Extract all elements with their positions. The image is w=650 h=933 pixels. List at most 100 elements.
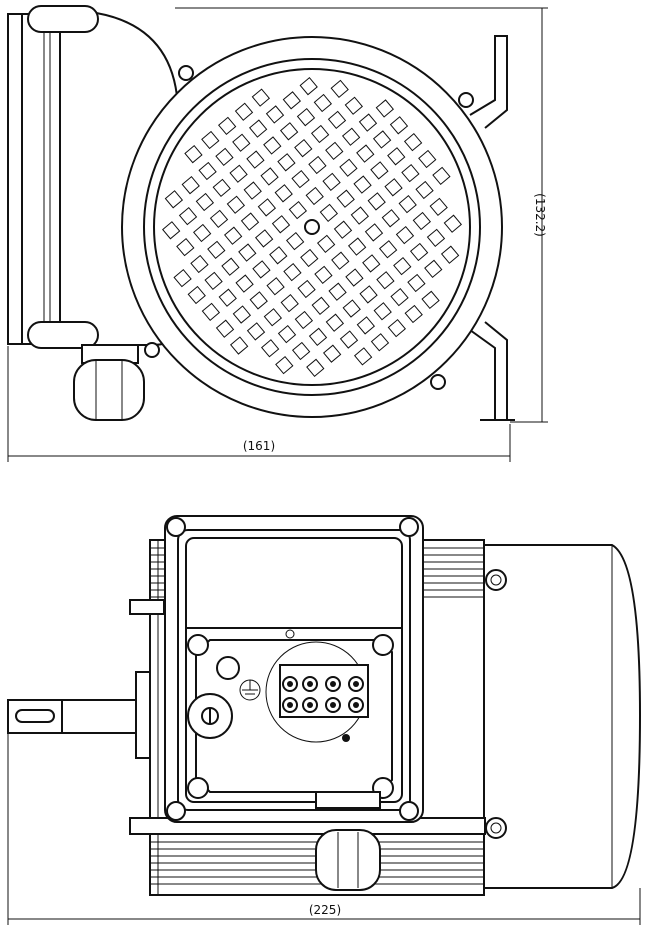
vent-slot [395, 225, 415, 245]
vent-slot [248, 119, 268, 138]
fan-cover-end [483, 544, 642, 889]
vent-slot [339, 158, 358, 177]
terminal-screw-head [287, 702, 293, 708]
terminal-block [265, 641, 369, 743]
vent-slot [331, 251, 350, 270]
vent-slot [251, 88, 271, 107]
terminal-screw-head [330, 702, 336, 708]
vent-slot [277, 324, 297, 344]
vent-slot [330, 79, 349, 99]
vent-slot [184, 145, 203, 164]
vent-slot [269, 246, 288, 265]
vent-slot [263, 136, 282, 155]
vent-slot [291, 169, 310, 189]
vent-slot [201, 302, 221, 322]
vent-slot [306, 358, 325, 377]
plan-cable-gland [315, 791, 381, 891]
vent-slot [421, 290, 440, 309]
motor-frame-outer [121, 36, 503, 418]
vent-slot [424, 259, 443, 278]
terminal-screw-head [287, 681, 293, 687]
vent-slot [393, 256, 412, 276]
vent-slot [285, 231, 305, 251]
vent-slot [308, 327, 328, 346]
vent-slot [412, 211, 431, 231]
vent-slot [240, 212, 260, 231]
vent-slot [344, 96, 363, 115]
vent-slot [409, 242, 429, 262]
vent-slot [367, 192, 386, 211]
vent-slot [404, 304, 423, 324]
vent-slot [384, 178, 403, 197]
vent-slot [313, 93, 333, 113]
vent-slot [201, 130, 220, 150]
vent-slot [333, 220, 353, 239]
vent-slot [217, 116, 237, 136]
dimension-length: (225) [7, 734, 641, 925]
capacitor [187, 693, 233, 739]
vent-slot [364, 223, 384, 242]
vent-slot [370, 161, 389, 180]
vent-slot [403, 132, 423, 152]
terminal-screw-head [353, 702, 359, 708]
vent-slot [429, 197, 448, 217]
vent-slot [398, 194, 417, 214]
vent-slot [176, 237, 195, 257]
vent-slot [345, 268, 364, 287]
vent-slot [178, 206, 198, 226]
vent-slot [328, 282, 347, 301]
vent-slot [260, 167, 279, 186]
vent-slot [280, 293, 299, 313]
vent-slot [193, 223, 212, 243]
vent-slot [356, 144, 375, 163]
vent-slot [181, 176, 200, 195]
vent-slot [190, 254, 209, 274]
vent-slot [370, 333, 390, 352]
vent-slot [246, 322, 266, 341]
cover-screws [144, 65, 474, 390]
vent-slot [376, 271, 395, 290]
vent-slot [299, 77, 318, 96]
vent-slot [319, 203, 339, 223]
terminal-box-screws [166, 517, 419, 821]
vent-slot [378, 240, 398, 259]
vent-slot [198, 161, 217, 181]
vent-slot [353, 347, 373, 366]
mounting-foot-lower [469, 321, 515, 421]
vent-slot [294, 310, 314, 330]
front-view: (132.2) (161) [7, 5, 548, 462]
dimension-height-label: (132.2) [533, 193, 547, 237]
vent-slot [266, 277, 285, 296]
vent-slot [221, 257, 240, 276]
vent-slot [372, 130, 392, 149]
vent-slot [362, 254, 381, 273]
vent-slot [339, 330, 359, 349]
vent-slot [314, 265, 333, 285]
terminal-screws [282, 676, 364, 713]
vent-slot [296, 108, 316, 127]
vent-slot [283, 262, 302, 282]
vent-slot [358, 113, 378, 132]
vent-slot [440, 245, 460, 264]
vent-slot [164, 190, 184, 209]
vent-slot [316, 234, 336, 254]
vent-slot [212, 178, 231, 198]
vent-slot [204, 271, 223, 291]
terminal-screw-head [330, 681, 336, 687]
vent-slot [271, 215, 291, 234]
fan-cover-grille [153, 68, 471, 386]
vent-slot [187, 285, 206, 305]
vent-slot [443, 214, 462, 233]
upper-side-bar [129, 599, 165, 615]
vent-slot [218, 288, 237, 307]
vent-slot [356, 316, 376, 335]
vent-slot [432, 166, 451, 186]
vent-slot [279, 122, 299, 141]
vent-slot [224, 226, 243, 245]
vent-slot [246, 150, 265, 169]
vent-slot [300, 248, 319, 268]
vent-slot [390, 287, 409, 307]
vent-slot [308, 155, 327, 175]
vent-slot [162, 221, 181, 240]
